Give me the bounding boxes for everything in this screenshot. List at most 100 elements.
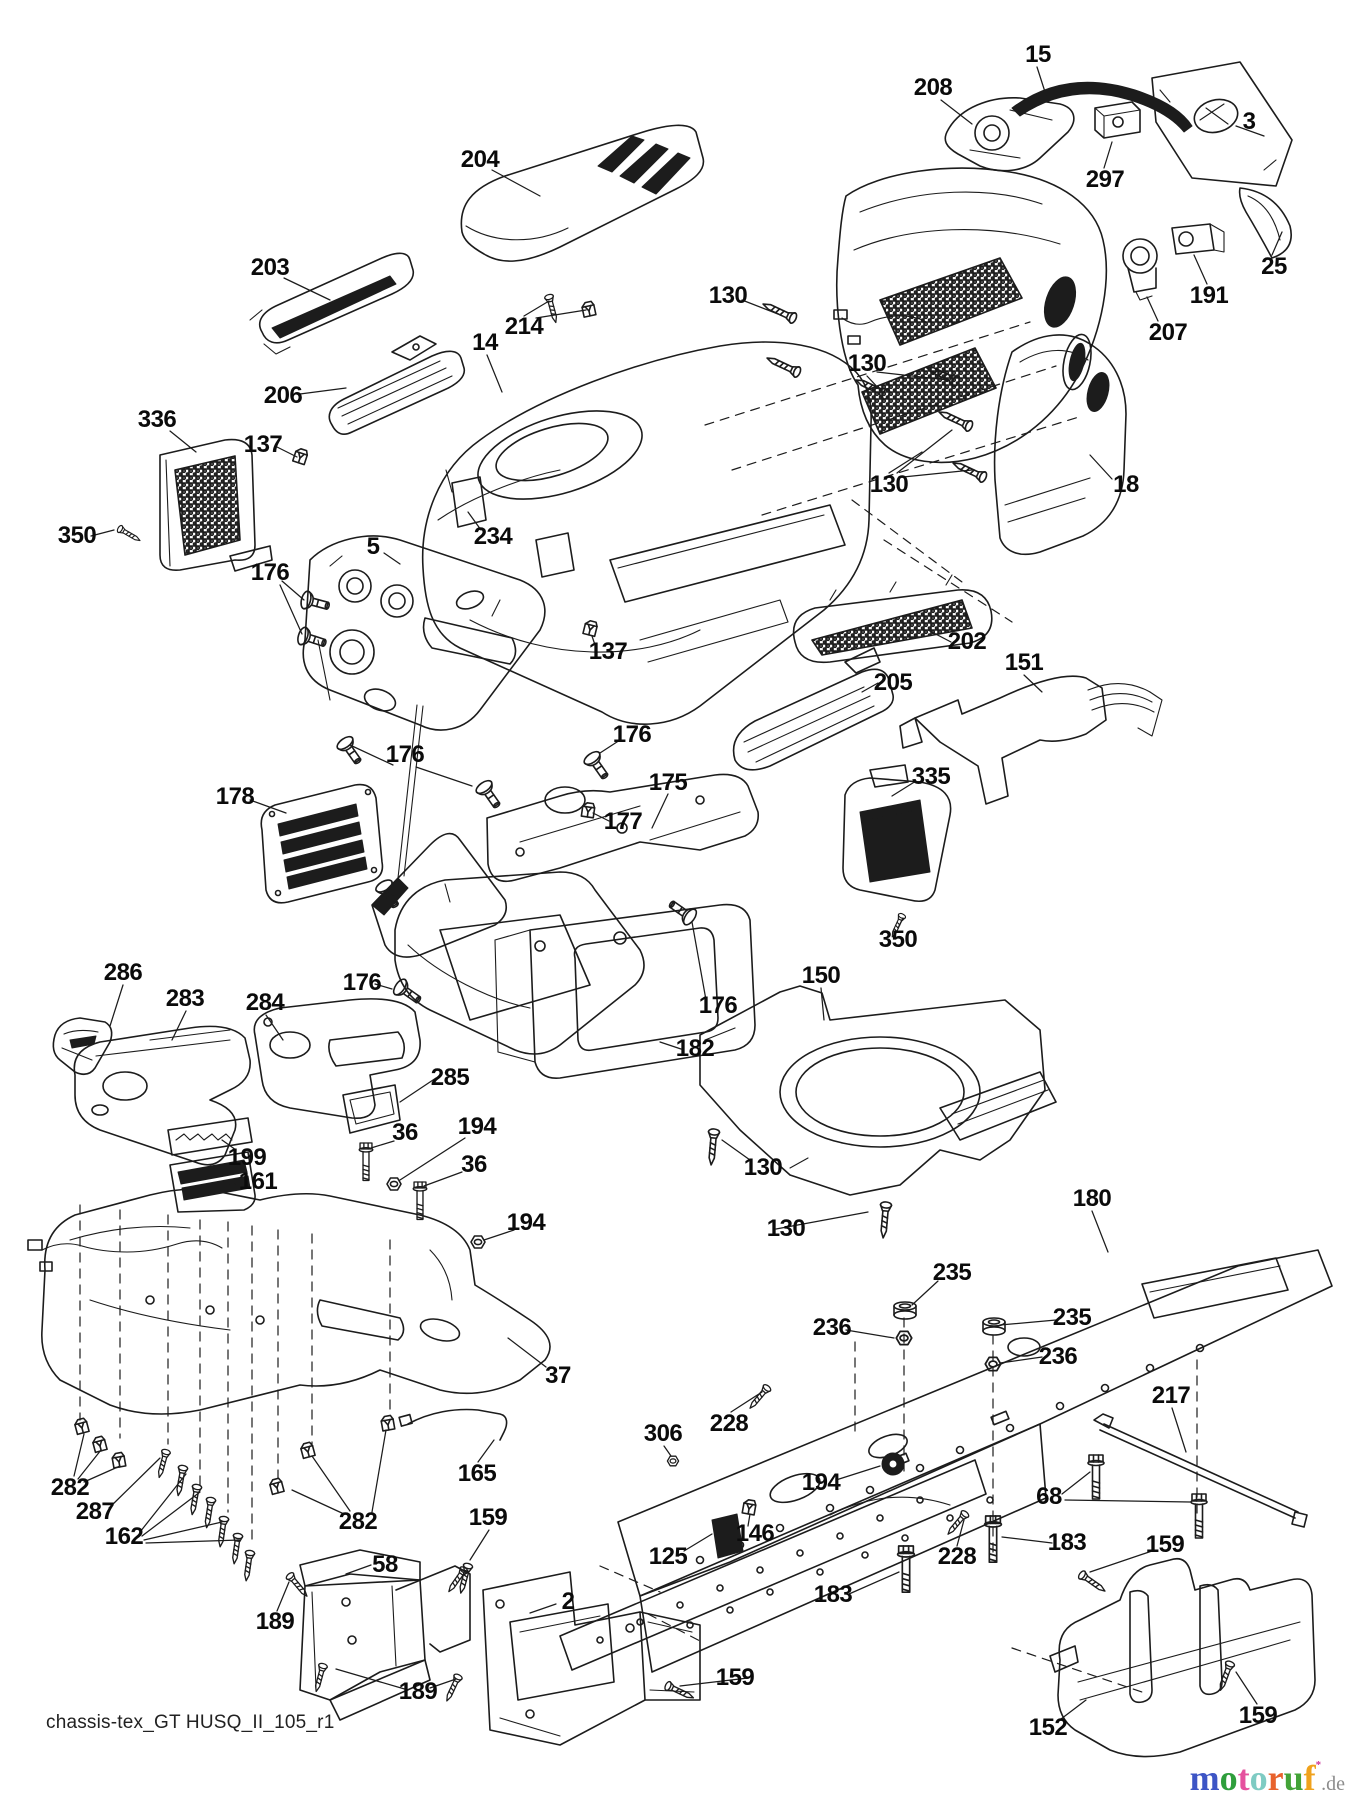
part-199-decal — [167, 1117, 253, 1156]
part-285-bezel — [342, 1084, 401, 1134]
part-label-159: 159 — [1145, 1531, 1185, 1558]
part-label-189: 189 — [398, 1678, 438, 1705]
part-label-182: 182 — [675, 1035, 715, 1062]
drawing-code-text: chassis-tex_GT HUSQ_II_105_r1 — [46, 1712, 335, 1733]
logo-letter: o — [1249, 1758, 1268, 1798]
logo-letter: u — [1283, 1758, 1304, 1798]
logo-letter: r — [1267, 1758, 1284, 1798]
part-180-frame — [559, 1249, 1333, 1673]
part-15-trim-strip — [1011, 81, 1193, 133]
part-205-trim-channel — [732, 647, 895, 771]
part-label-235: 235 — [932, 1259, 972, 1286]
part-label-162: 162 — [104, 1523, 144, 1550]
logo-letter: m — [1189, 1758, 1220, 1798]
part-208-handle-bracket — [944, 97, 1075, 172]
part-37-footrest-body — [27, 1188, 551, 1415]
part-234-plates — [451, 476, 575, 578]
part-label-15: 15 — [1025, 41, 1051, 68]
part-203-grille-strip — [249, 252, 415, 355]
part-label-18: 18 — [1113, 471, 1139, 498]
part-label-236: 236 — [1038, 1343, 1078, 1370]
part-label-217: 217 — [1151, 1382, 1191, 1409]
part-161-vent-cover — [169, 1151, 256, 1213]
part-label-2: 2 — [561, 1588, 575, 1615]
leader-lines — [73, 66, 1283, 1720]
part-label-159: 159 — [715, 1664, 755, 1691]
part-336-air-duct — [159, 438, 273, 572]
part-label-214: 214 — [504, 313, 544, 340]
part-label-284: 284 — [245, 989, 285, 1016]
part-label-130: 130 — [847, 350, 887, 377]
part-label-235: 235 — [1052, 1304, 1092, 1331]
part-label-161: 161 — [238, 1168, 278, 1195]
part-label-306: 306 — [643, 1420, 683, 1447]
part-18-fender-side — [993, 334, 1127, 556]
part-label-177: 177 — [603, 808, 643, 835]
part-label-282: 282 — [338, 1508, 378, 1535]
part-label-180: 180 — [1072, 1185, 1112, 1212]
part-label-336: 336 — [137, 406, 177, 433]
part-label-130: 130 — [708, 282, 748, 309]
part-label-191: 191 — [1189, 282, 1229, 309]
part-label-176: 176 — [698, 992, 738, 1019]
part-label-204: 204 — [460, 146, 500, 173]
part-175-support-plate — [486, 773, 760, 883]
part-label-183: 183 — [813, 1581, 853, 1608]
part-206-vent-trim — [328, 335, 466, 435]
part-label-287: 287 — [75, 1498, 115, 1525]
part-label-58: 58 — [372, 1551, 398, 1578]
part-label-350: 350 — [878, 926, 918, 953]
part-label-178: 178 — [215, 783, 255, 810]
part-204-hood-vent-insert — [460, 124, 705, 262]
part-3-side-panel — [1151, 61, 1293, 187]
part-label-236: 236 — [812, 1314, 852, 1341]
part-label-36: 36 — [461, 1151, 487, 1178]
part-182-battery-panel — [494, 903, 756, 1079]
part-label-203: 203 — [250, 254, 290, 281]
part-label-176: 176 — [250, 559, 290, 586]
logo-letter: t — [1237, 1758, 1250, 1798]
part-5-dash-console — [302, 535, 546, 731]
part-2-bracket-plate — [482, 1571, 701, 1746]
part-label-3: 3 — [1242, 108, 1256, 135]
part-label-228: 228 — [937, 1543, 977, 1570]
logo-letter: o — [1219, 1758, 1238, 1798]
part-fender-pedestal-assembly — [833, 167, 1108, 464]
part-286-cover — [52, 1017, 113, 1076]
part-151-support-bracket — [899, 675, 1163, 805]
part-label-152: 152 — [1028, 1714, 1068, 1741]
part-label-283: 283 — [165, 985, 205, 1012]
part-label-130: 130 — [869, 471, 909, 498]
part-label-37: 37 — [545, 1362, 571, 1389]
part-label-159: 159 — [468, 1504, 508, 1531]
part-284-fender-console-right — [253, 998, 421, 1120]
part-label-130: 130 — [743, 1154, 783, 1181]
part-label-137: 137 — [588, 638, 628, 665]
part-label-297: 297 — [1085, 166, 1125, 193]
motoruf-logo[interactable]: motoruf* .de — [1190, 1758, 1345, 1798]
part-label-194: 194 — [457, 1113, 497, 1140]
logo-tld: .de — [1321, 1773, 1345, 1795]
part-label-130: 130 — [766, 1215, 806, 1242]
part-label-159: 159 — [1238, 1702, 1278, 1729]
part-label-350: 350 — [57, 522, 97, 549]
logo-letter: f — [1303, 1758, 1316, 1798]
part-125-wedge-bracket — [711, 1513, 744, 1559]
part-label-194: 194 — [506, 1209, 546, 1236]
part-335-side-panel — [842, 764, 952, 903]
part-label-14: 14 — [472, 329, 498, 356]
part-label-205: 205 — [873, 669, 913, 696]
alignment-dashed-lines — [79, 321, 1198, 1693]
part-label-202: 202 — [947, 628, 987, 655]
part-label-176: 176 — [612, 721, 652, 748]
logo-word: motoruf — [1190, 1758, 1316, 1798]
part-207-ignition-switch — [1122, 238, 1158, 301]
part-label-206: 206 — [263, 382, 303, 409]
part-165-wire-form — [398, 1408, 508, 1441]
logo-star-icon: * — [1315, 1759, 1322, 1771]
part-label-183: 183 — [1047, 1529, 1087, 1556]
part-lower-dash — [394, 871, 645, 1055]
hardware-fasteners — [73, 298, 1236, 1704]
part-label-176: 176 — [385, 741, 425, 768]
